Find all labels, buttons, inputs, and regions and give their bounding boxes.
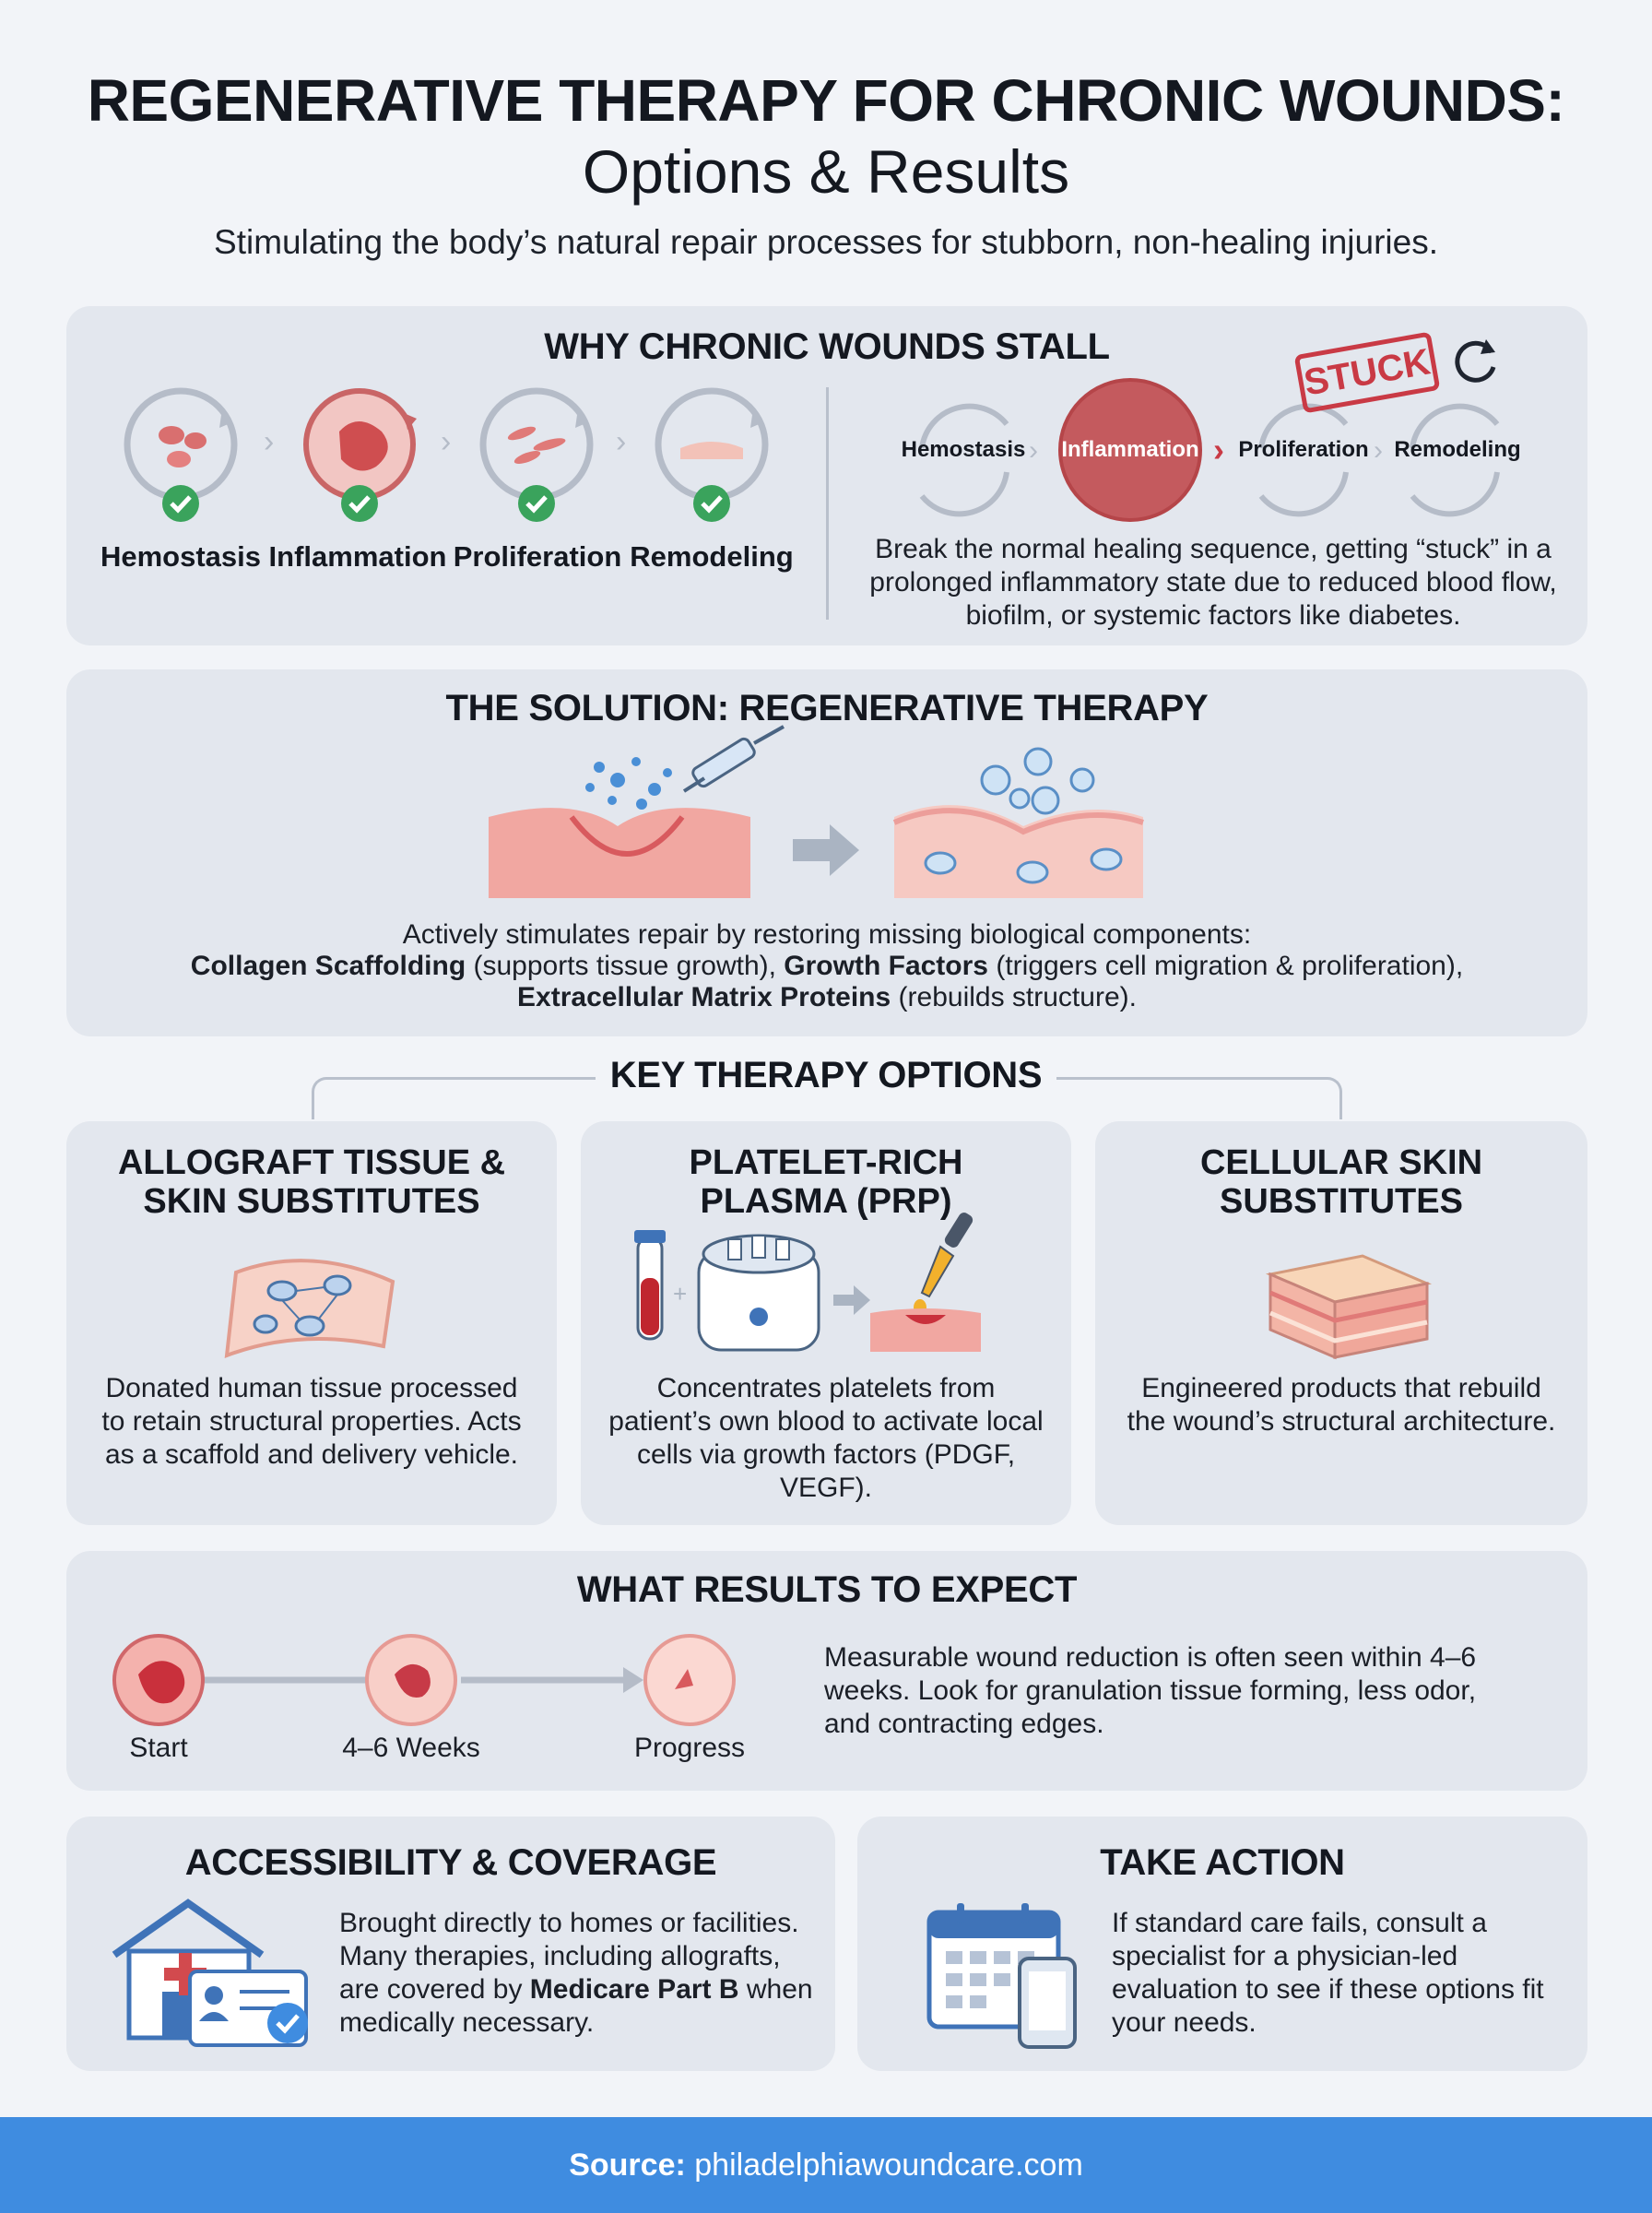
- solution-item1-bold: Collagen Scaffolding: [190, 951, 466, 981]
- hemostasis-icon: [124, 387, 238, 502]
- svg-text:›: ›: [1213, 431, 1224, 468]
- svg-text:›: ›: [1029, 435, 1038, 466]
- result-step-label: Progress: [633, 1733, 746, 1763]
- cycle-arrows-icon: [919, 403, 1500, 517]
- solution-intro: Actively stimulates repair by restoring …: [402, 919, 1252, 950]
- solution-components-line1: Collagen Scaffolding (supports tissue gr…: [111, 950, 1543, 983]
- card-text: Donated human tissue processed to retain…: [101, 1373, 522, 1470]
- skin-layers-icon: [1265, 1254, 1433, 1360]
- stuck-cycle-graphic: › › ›: [919, 403, 1500, 517]
- solution-item1-text: (supports tissue growth),: [466, 951, 785, 981]
- card-title: CELLULAR SKIN SUBSTITUTES: [1199, 1143, 1483, 1221]
- wound-before-icon: [489, 808, 750, 898]
- stuck-stage-label: Remodeling: [1394, 437, 1521, 462]
- source-footer: Source: philadelphiawoundcare.com: [0, 2117, 1652, 2213]
- card-text: Concentrates platelets from patient’s ow…: [608, 1373, 1044, 1503]
- syringe-icon: [682, 725, 785, 793]
- normal-stage-label: Inflammation: [268, 540, 447, 573]
- normal-stage-label: Remodeling: [630, 540, 794, 573]
- particles-icon: [585, 757, 672, 810]
- svg-text:›: ›: [264, 424, 274, 459]
- solution-components-line2: Extracellular Matrix Proteins (rebuilds …: [111, 981, 1543, 1014]
- arrow-right-icon: [793, 824, 859, 876]
- solution-item2-text: (triggers cell migration & proliferation…: [988, 951, 1464, 981]
- wound-start-icon: [112, 1634, 205, 1726]
- coverage-text-after: when medically necessary.: [339, 1974, 813, 2038]
- action-description: If standard care fails, consult a specia…: [1112, 1908, 1544, 2038]
- results-timeline: [112, 1634, 736, 1726]
- solution-item2-bold: Growth Factors: [784, 951, 988, 981]
- page-title: REGENERATIVE THERAPY FOR CHRONIC WOUNDS:: [87, 67, 1565, 134]
- results-description: Measurable wound reduction is often seen…: [824, 1642, 1477, 1739]
- stuck-stage-inflammation: Inflammation: [1058, 378, 1202, 522]
- action-title: TAKE ACTION: [1100, 1842, 1345, 1883]
- wound-treatment-illustration: [489, 725, 1144, 898]
- coverage-title: ACCESSIBILITY & COVERAGE: [184, 1842, 717, 1883]
- solution-item3-text: (rebuilds structure).: [891, 982, 1137, 1012]
- check-icon: [162, 485, 199, 522]
- therapy-card-allograft: ALLOGRAFT TISSUE & SKIN SUBSTITUTES Dona…: [66, 1121, 557, 1525]
- stall-description: Break the normal healing sequence, getti…: [869, 534, 1557, 631]
- svg-text:›: ›: [441, 424, 451, 459]
- page-subtitle: Options & Results: [582, 137, 1070, 206]
- normal-stage-label: Hemostasis: [100, 540, 262, 573]
- stuck-stage-label: Proliferation: [1238, 437, 1369, 462]
- calendar-phone-icon: [926, 1903, 1077, 2049]
- source-label: Source:: [569, 2148, 686, 2183]
- coverage-description: Brought directly to homes or facilities.…: [339, 1907, 819, 2040]
- home-coverage-icon: [112, 1899, 308, 2047]
- allograft-tissue-icon: [224, 1259, 395, 1359]
- solution-item3-bold: Extracellular Matrix Proteins: [517, 982, 891, 1012]
- results-panel: WHAT RESULTS TO EXPECT: [66, 1551, 1587, 1791]
- proliferation-icon: [479, 387, 594, 502]
- options-title: KEY THERAPY OPTIONS: [596, 1055, 1056, 1096]
- card-text: Engineered products that rebuild the wou…: [1127, 1373, 1556, 1437]
- coverage-text-before: Brought directly to homes or facilities.…: [339, 1908, 799, 2005]
- coverage-text-bold: Medicare Part B: [529, 1974, 739, 2005]
- dropper-icon: [914, 1213, 974, 1316]
- source-link[interactable]: philadelphiawoundcare.com: [694, 2148, 1083, 2183]
- wound-healed-icon: [892, 747, 1144, 898]
- page-tagline: Stimulating the body’s natural repair pr…: [214, 223, 1438, 261]
- card-title: ALLOGRAFT TISSUE & SKIN SUBSTITUTES: [117, 1143, 506, 1221]
- centrifuge-icon: [697, 1234, 820, 1352]
- inflammation-icon: [303, 388, 417, 501]
- wound-progress-icon: [643, 1634, 736, 1726]
- prp-process-illustration: +: [634, 1213, 981, 1352]
- check-icon: [693, 485, 730, 522]
- result-step-label: Start: [129, 1733, 188, 1763]
- blood-tube-icon: [634, 1230, 666, 1341]
- stall-divider: [826, 387, 829, 620]
- card-title: PLATELET-RICH PLASMA (PRP): [689, 1143, 963, 1221]
- stall-title: WHY CHRONIC WOUNDS STALL: [544, 326, 1110, 367]
- check-icon: [518, 485, 555, 522]
- solution-title: THE SOLUTION: REGENERATIVE THERAPY: [445, 688, 1209, 728]
- stuck-stage-label: Hemostasis: [901, 437, 1026, 462]
- svg-text:›: ›: [616, 424, 626, 459]
- svg-text:+: +: [673, 1280, 687, 1308]
- remodeling-icon: [655, 387, 769, 502]
- refresh-icon: [1455, 339, 1496, 383]
- wound-mid-icon: [365, 1634, 457, 1726]
- results-title: WHAT RESULTS TO EXPECT: [576, 1569, 1078, 1610]
- svg-text:›: ›: [1374, 435, 1383, 466]
- normal-stage-label: Proliferation: [453, 540, 622, 573]
- wound-target-icon: [870, 1308, 981, 1352]
- normal-healing-cycle: › › ›: [124, 387, 769, 522]
- check-icon: [341, 485, 378, 522]
- result-step-label: 4–6 Weeks: [342, 1733, 480, 1763]
